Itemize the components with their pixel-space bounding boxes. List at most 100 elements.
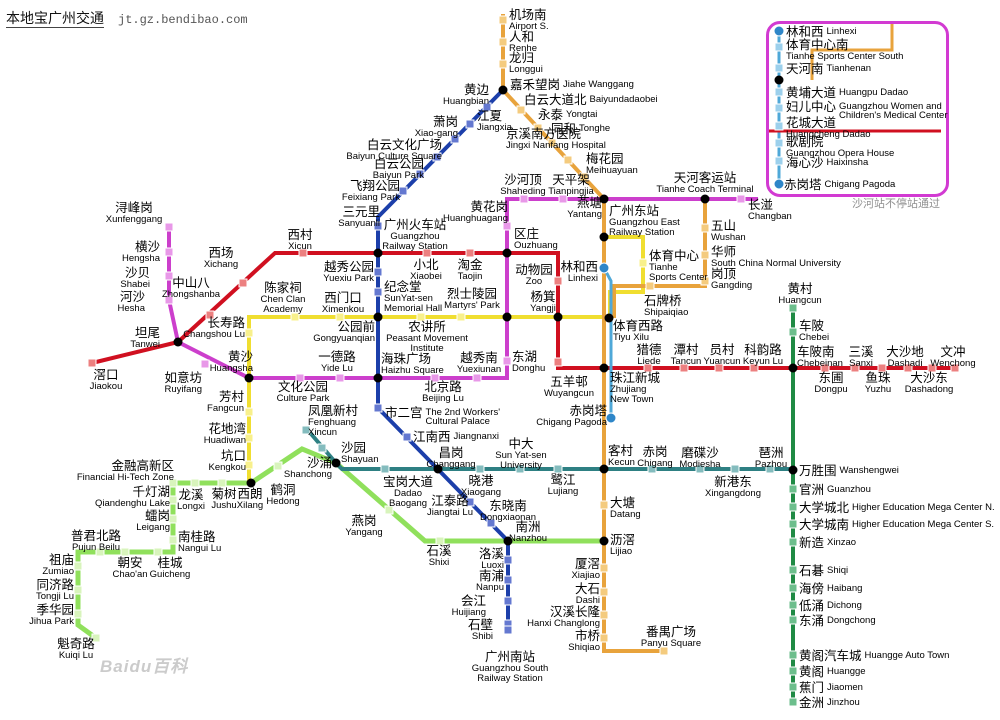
station-name-en: Chebei	[799, 332, 830, 344]
station-name-zh: 坦尾	[134, 326, 160, 340]
station-name-en: Linhexi	[567, 273, 598, 285]
station-name-zh: 季华园	[36, 603, 74, 617]
station-name-zh: 厦滘	[574, 557, 600, 571]
station-marker	[503, 575, 513, 585]
station-marker	[599, 633, 609, 643]
station-name-zh: 妇儿中心	[786, 100, 837, 114]
station-name-zh: 燕塘	[576, 196, 602, 210]
station-name-zh: 桂城	[157, 556, 183, 570]
station-marker	[164, 295, 174, 305]
station-marker	[244, 328, 254, 338]
station-name-en: Nanpu	[476, 582, 504, 594]
station-marker	[95, 547, 105, 557]
interchange-dot	[331, 458, 341, 468]
station-name-zh: 一德路	[318, 350, 356, 364]
station-name-zh: 五山	[711, 219, 737, 233]
station-name-zh: 燕岗	[351, 514, 377, 528]
station-marker	[788, 502, 798, 512]
station-name-zh: 石牌桥	[644, 294, 682, 308]
station-name-en: SunYat-sen Memorial Hall	[384, 293, 443, 315]
station-name-zh: 浔峰岗	[115, 201, 153, 215]
interchange-dot	[599, 232, 609, 242]
station-name-en: Financial Hi-Tech Zone	[76, 472, 174, 484]
station-name-en: Dashadi	[887, 358, 923, 370]
station-name-en: Qiandenghu Lake	[94, 498, 170, 510]
station-name-zh: 汉溪长隆	[549, 605, 600, 619]
station-name-zh: 魁奇路	[57, 637, 95, 651]
station-name-en: Huangpu Dadao	[839, 86, 909, 98]
station-name-en: Wanshengwei	[839, 464, 899, 476]
station-name-zh: 华师	[711, 245, 737, 259]
station-name-en: Changgang	[426, 459, 476, 471]
station-name-en: Shayuan	[341, 454, 379, 466]
station-name-en: Tanwei	[130, 339, 160, 351]
station-name-en: Jiaokou	[89, 381, 123, 393]
station-name-en: Huangsha	[209, 363, 253, 375]
station-name-zh: 大学城北	[799, 501, 850, 515]
station-name-zh: 石溪	[426, 544, 452, 558]
station-name-zh: 大塘	[610, 496, 636, 510]
station-name-en: Ruyifang	[164, 384, 203, 396]
station-name-en: Nangui Lu	[178, 543, 222, 555]
interchange-dot	[373, 312, 383, 322]
station-name-zh: 同和	[551, 122, 577, 136]
station-name-en: Guangzhou Railway Station	[382, 231, 448, 253]
station-marker	[398, 186, 408, 196]
station-marker	[373, 221, 383, 231]
station-marker	[335, 373, 345, 383]
station-name-en: Yantang	[567, 209, 602, 221]
station-marker	[533, 123, 543, 133]
station-name-zh: 凤凰新村	[308, 404, 359, 418]
station-name-zh: 宝岗大道	[382, 475, 434, 489]
station-name-zh: 坑口	[220, 449, 246, 463]
station-marker	[502, 221, 512, 231]
station-name-zh: 沙涌	[306, 456, 332, 470]
station-name-en: Shanchong	[283, 469, 332, 481]
station-name-en: Dashi	[575, 595, 600, 607]
station-name-zh: 黄沙	[227, 350, 253, 364]
station-marker	[153, 547, 163, 557]
interchange-dot	[599, 536, 609, 546]
interchange-dot	[373, 373, 383, 383]
station-name-en: Meihuayuan	[586, 165, 638, 177]
station-name-en: Tianhe Coach Terminal	[656, 184, 754, 196]
station-name-en: Lijiao	[610, 546, 633, 558]
station-name-en: Kengkou	[208, 462, 246, 474]
station-name-en: Baiyun Park	[372, 170, 424, 182]
station-name-zh: 万胜围	[799, 464, 837, 478]
station-marker	[788, 303, 798, 313]
station-name-en: Haixinsha	[826, 156, 869, 168]
station-marker	[788, 537, 798, 547]
station-marker	[647, 464, 657, 474]
station-marker	[788, 682, 798, 692]
station-marker	[164, 271, 174, 281]
station-name-en: Hengsha	[121, 253, 160, 265]
station-name-zh: 磨碟沙	[681, 446, 719, 460]
station-name-en: Higher Education Mega Center S.	[852, 518, 995, 530]
station-name-en: Kecun	[608, 457, 635, 469]
station-name-zh: 猎德	[636, 343, 662, 357]
station-marker	[503, 596, 513, 606]
